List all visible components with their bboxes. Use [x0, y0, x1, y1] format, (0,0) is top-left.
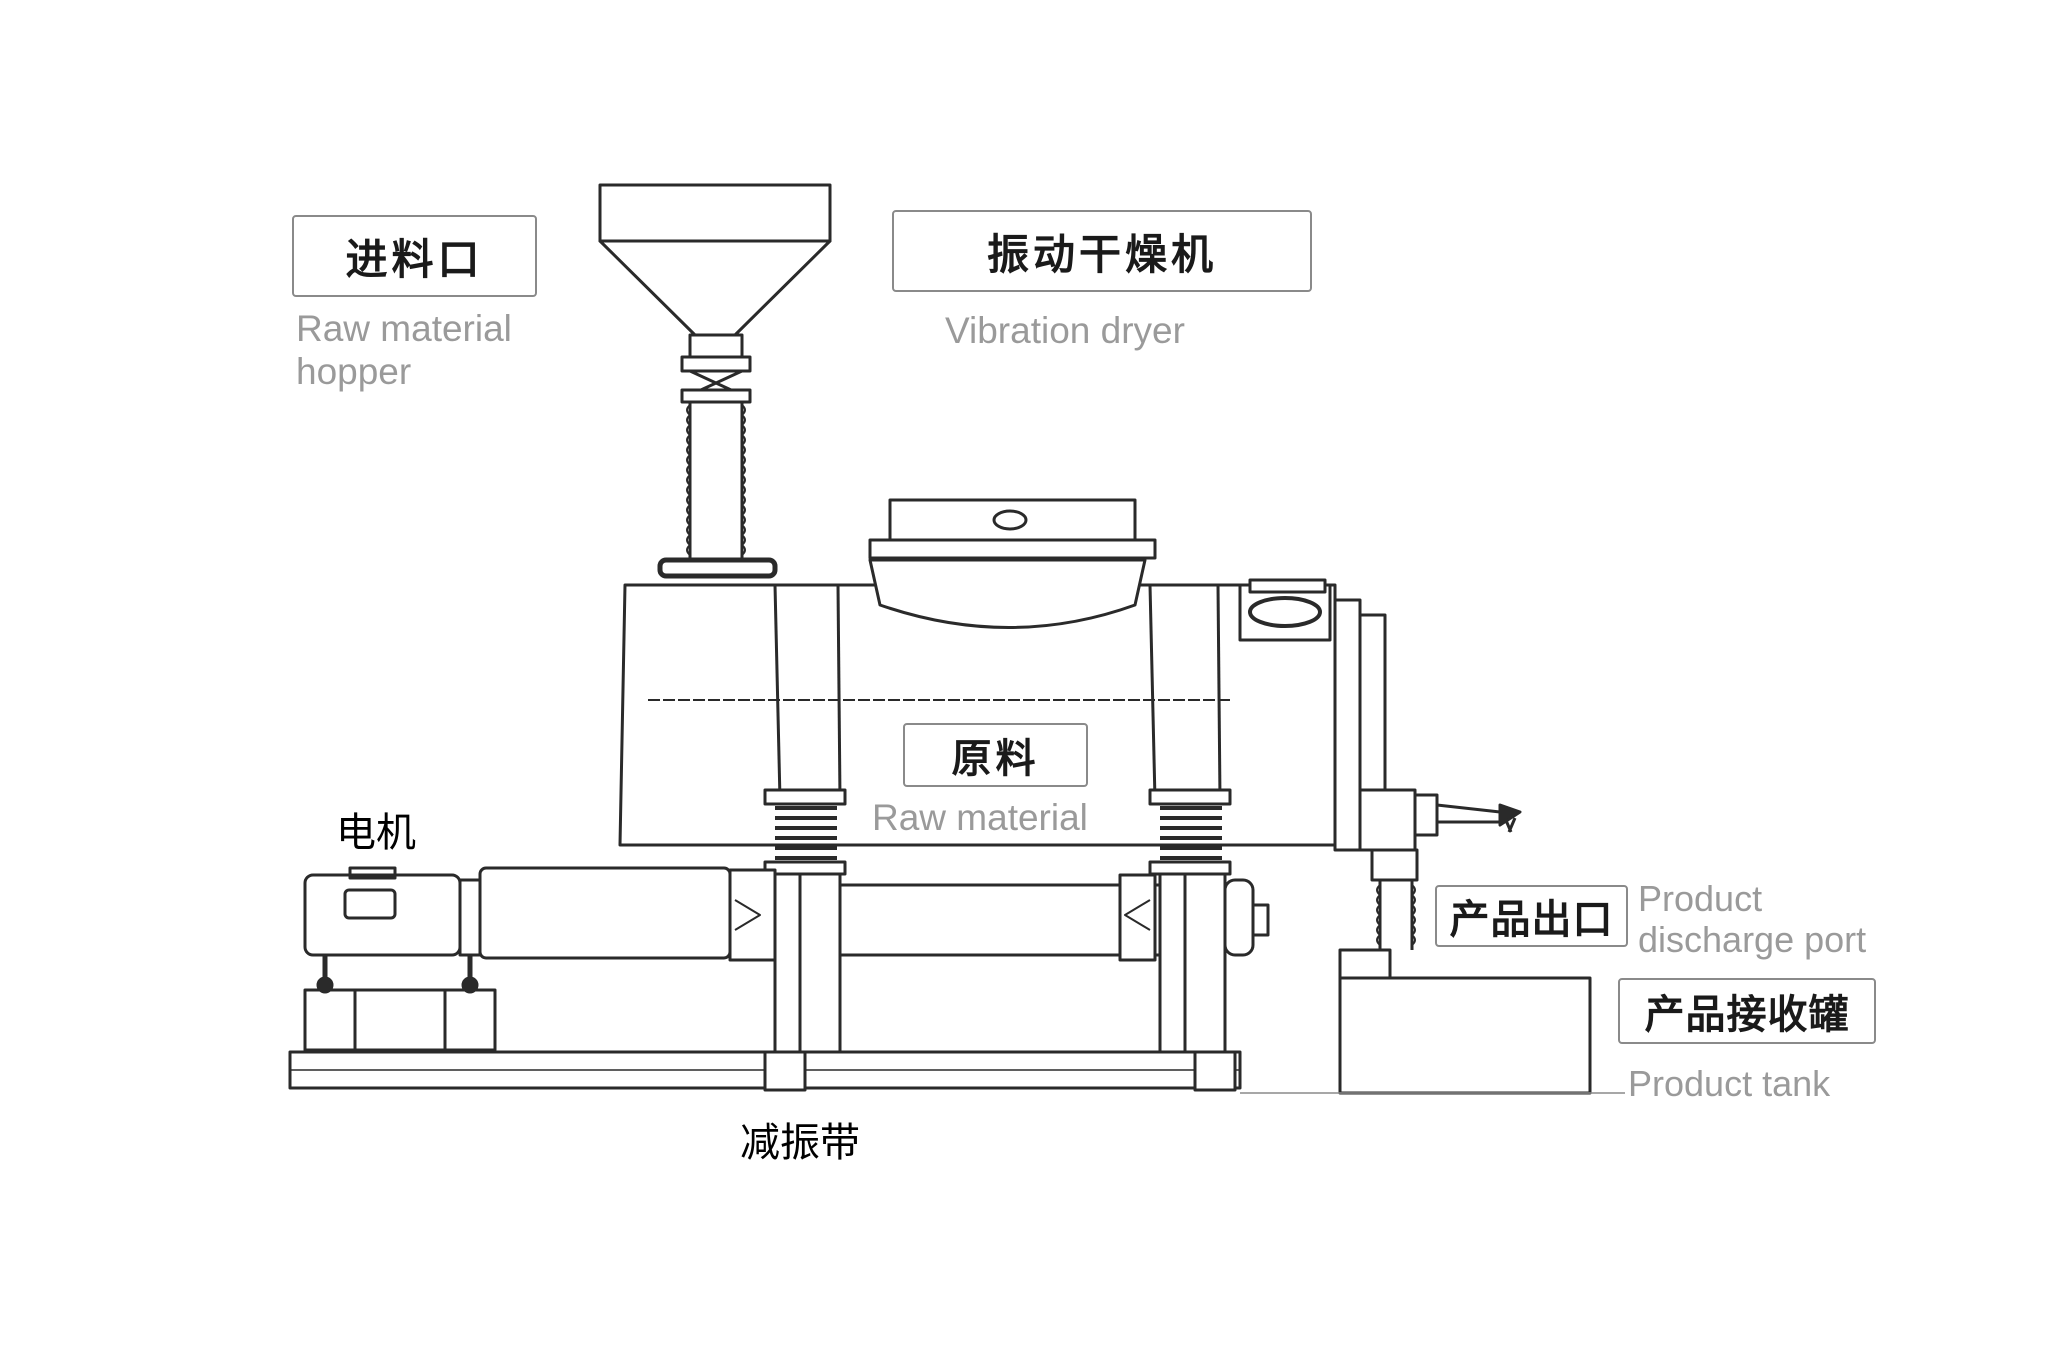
discharge-port-label-en-line2: discharge port: [1638, 919, 1867, 961]
discharge-port-label-en: Product discharge port: [1638, 878, 1866, 961]
discharge-spout: [1358, 788, 1522, 950]
raw-material-hopper: [598, 183, 832, 404]
support-springs: [763, 788, 1232, 876]
hopper-label-en-line2: hopper: [296, 350, 412, 392]
hopper-label-en-line1: Raw material: [296, 308, 512, 349]
dryer-label-cn: 振动干燥机: [892, 210, 1312, 292]
product-tank-label-en: Product tank: [1628, 1063, 1831, 1104]
dryer-body: [618, 498, 1387, 852]
damper-label: 减振带: [740, 1120, 860, 1166]
discharge-port-label-cn: 产品出口: [1435, 885, 1628, 947]
motor-label: 电机: [336, 810, 416, 856]
support-pillars: [773, 872, 1227, 1056]
hopper-label-en: Raw material hopper: [296, 308, 512, 393]
hopper-label-cn: 进料口: [292, 215, 537, 297]
dryer-label-en: Vibration dryer: [945, 310, 1185, 351]
product-tank-label-cn: 产品接收罐: [1618, 978, 1876, 1044]
vibration-motor: [303, 866, 1270, 1052]
product-tank: [1240, 948, 1625, 1095]
raw-material-label-cn: 原料: [903, 723, 1088, 787]
base-frame: [288, 1050, 1242, 1092]
discharge-port-label-en-line1: Product: [1638, 878, 1763, 919]
raw-material-label-en: Raw material: [872, 797, 1088, 838]
feed-bellows-pipe: [657, 402, 778, 579]
